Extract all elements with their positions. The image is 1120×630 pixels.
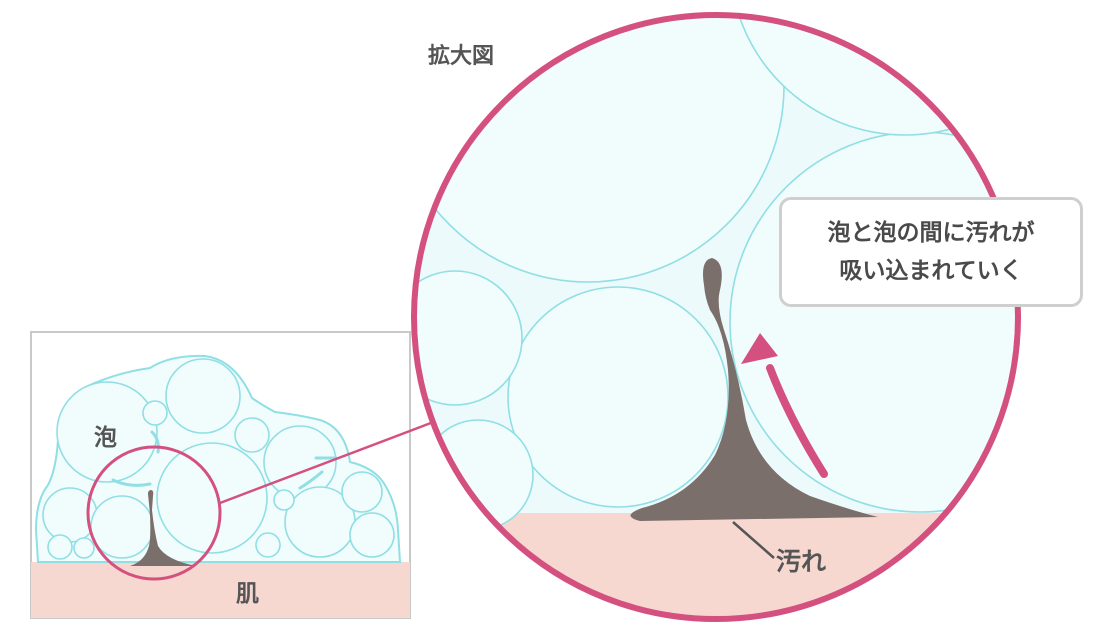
- callout-line-1: 泡と泡の間に汚れが: [827, 220, 1035, 246]
- foam-bubbles: [42, 358, 395, 560]
- suction-arrow-head: [741, 333, 778, 364]
- bubble: [165, 358, 241, 434]
- skin-layer: [31, 562, 410, 618]
- callout-line-2: 吸い込まれていく: [839, 258, 1023, 284]
- dirt-label: 汚れ: [776, 547, 827, 576]
- bubble: [729, 131, 1018, 513]
- suction-arrow-shaft: [766, 364, 828, 478]
- bubble: [90, 495, 154, 559]
- zoom-connector: [219, 416, 445, 505]
- skin-label: 肌: [236, 581, 259, 607]
- bubble: [341, 471, 383, 513]
- bubble: [56, 381, 158, 483]
- bubble: [273, 489, 295, 511]
- foam-label: 泡: [94, 425, 117, 451]
- enlarged-view: [411, 12, 1021, 622]
- dirt-large: [630, 258, 878, 521]
- bubble: [349, 512, 395, 558]
- bubble: [142, 400, 168, 426]
- dirt-pointer-line: [732, 521, 775, 559]
- magnifier-ring: [86, 445, 222, 581]
- magnifier-circle: [411, 12, 1021, 622]
- bubble: [73, 537, 95, 559]
- bubble: [234, 417, 270, 453]
- bubble: [156, 442, 268, 554]
- callout-box: 泡と泡の間に汚れが 吸い込まれていく: [779, 197, 1083, 307]
- bubble: [255, 532, 281, 558]
- bubble: [47, 534, 73, 560]
- overview-panel: [30, 331, 411, 619]
- bubble-highlights: [111, 430, 338, 490]
- zoom-title: 拡大図: [428, 44, 495, 69]
- bubble: [507, 286, 729, 508]
